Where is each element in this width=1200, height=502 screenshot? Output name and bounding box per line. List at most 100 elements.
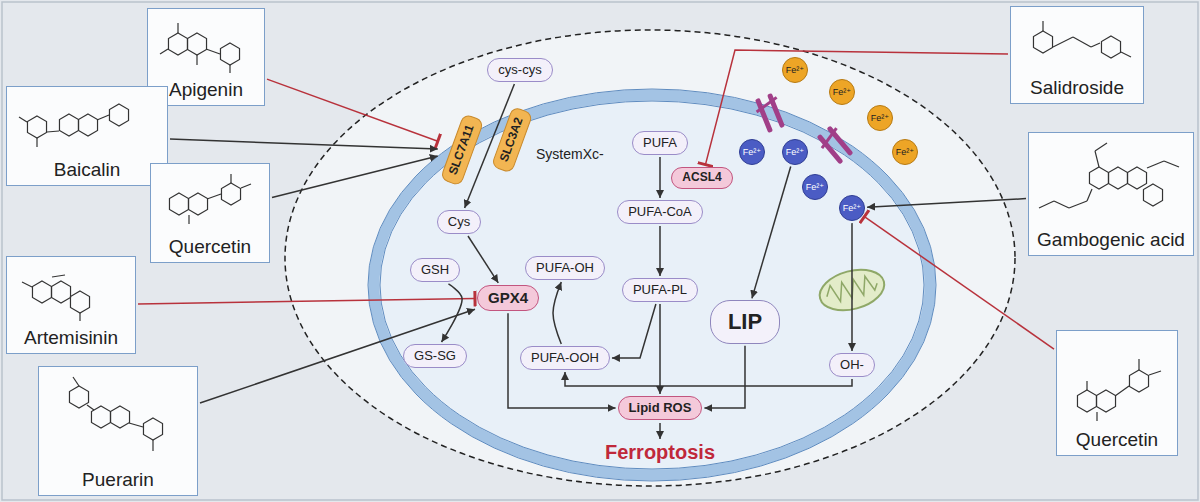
ring-bond bbox=[70, 291, 89, 313]
enzyme-pill: Lipid ROS bbox=[618, 396, 703, 420]
node-label: Fe²⁺ bbox=[786, 65, 804, 75]
transporter-subunit: SLC7A11 bbox=[440, 113, 484, 186]
ring-bond bbox=[221, 183, 240, 205]
inhibition-line bbox=[138, 299, 475, 304]
compound-box: Baicalin bbox=[6, 86, 168, 186]
node-label: Fe²⁺ bbox=[743, 147, 761, 157]
bond bbox=[230, 174, 231, 183]
bond bbox=[47, 131, 59, 132]
node-label: Cys bbox=[448, 215, 470, 230]
system-label: SystemXc- bbox=[536, 146, 604, 162]
ring-bond bbox=[187, 33, 206, 55]
ring-bond bbox=[1096, 390, 1115, 412]
compound-name: Artemisinin bbox=[24, 327, 118, 349]
bond bbox=[52, 275, 65, 277]
bond bbox=[1087, 189, 1092, 201]
iron-transporter bbox=[752, 92, 788, 134]
ring-bond bbox=[188, 193, 207, 215]
activation-arrow bbox=[612, 304, 656, 358]
node-label: Fe²⁺ bbox=[871, 113, 889, 123]
activation-arrow bbox=[867, 199, 1026, 208]
compound-box: Quercetin bbox=[1056, 330, 1178, 456]
activation-arrow bbox=[553, 282, 561, 344]
bond bbox=[1095, 143, 1107, 151]
iron-ion-outside: Fe²⁺ bbox=[892, 139, 918, 165]
compound-box: Salidroside bbox=[1010, 6, 1144, 104]
bond bbox=[1069, 201, 1087, 208]
node-label: PUFA-CoA bbox=[628, 205, 692, 220]
compound-name: Puerarin bbox=[82, 469, 154, 491]
compound-box: Gambogenic acid bbox=[1028, 132, 1194, 256]
ring-bond bbox=[69, 386, 88, 408]
node-label: Fe²⁺ bbox=[786, 147, 804, 157]
iron-ion-inside: Fe²⁺ bbox=[782, 139, 808, 165]
ring-bond bbox=[51, 281, 70, 303]
bond bbox=[73, 377, 79, 386]
molecule-pill: Cys bbox=[437, 210, 481, 234]
bond bbox=[79, 313, 80, 321]
membrane-inner-line bbox=[380, 101, 924, 469]
iron-pool-box: LIP bbox=[710, 300, 780, 343]
bond bbox=[1054, 201, 1069, 208]
bond bbox=[188, 215, 189, 224]
bond bbox=[207, 194, 221, 199]
node-label: PUFA-OH bbox=[536, 261, 594, 276]
bond bbox=[97, 115, 109, 120]
ring-bond bbox=[78, 114, 97, 136]
membrane bbox=[374, 95, 930, 475]
molecule-pill: OH- bbox=[829, 353, 875, 377]
bond bbox=[1039, 201, 1054, 208]
activation-arrow bbox=[752, 167, 791, 299]
enzyme-pill: ACSL4 bbox=[671, 167, 732, 190]
activation-arrow bbox=[851, 223, 853, 351]
bond bbox=[36, 138, 37, 147]
node-label: LIP bbox=[728, 309, 762, 334]
bond bbox=[129, 423, 143, 427]
activation-arrow bbox=[508, 313, 616, 408]
compound-name: Gambogenic acid bbox=[1037, 229, 1185, 251]
node-label: SLC3A2 bbox=[498, 116, 527, 164]
molecule-pill: PUFA-PL bbox=[622, 278, 698, 302]
bond bbox=[206, 49, 220, 54]
activation-arrow bbox=[200, 309, 475, 403]
enzyme-pill: GPX4 bbox=[477, 285, 539, 311]
ring-bond bbox=[220, 43, 239, 65]
inhibition-line bbox=[864, 217, 1054, 349]
transporter-link bbox=[818, 128, 840, 148]
transporter-subunit: SLC3A2 bbox=[491, 106, 533, 174]
ring-bond bbox=[91, 406, 110, 428]
node-label: PUFA-PL bbox=[633, 283, 687, 298]
ring-bond bbox=[1127, 167, 1146, 189]
ring-bond bbox=[110, 406, 129, 428]
bond bbox=[1086, 381, 1087, 390]
ring-bond bbox=[1129, 370, 1148, 392]
activation-arrow bbox=[659, 157, 661, 198]
transporter-link bbox=[754, 97, 779, 112]
bond bbox=[1073, 37, 1091, 47]
bond bbox=[1121, 52, 1131, 57]
bond bbox=[1115, 386, 1129, 396]
inhibition-line bbox=[267, 79, 438, 141]
ring-bond bbox=[1143, 184, 1162, 206]
ring-bond bbox=[143, 418, 162, 440]
ring-bond bbox=[1089, 167, 1108, 189]
bond bbox=[1096, 412, 1097, 421]
node-label: OH- bbox=[840, 358, 864, 373]
activation-arrow bbox=[565, 372, 852, 386]
bond bbox=[1147, 161, 1164, 168]
compound-box: Artemisinin bbox=[6, 256, 136, 354]
activation-arrow bbox=[442, 284, 463, 342]
bond bbox=[229, 65, 230, 73]
compound-name: Apigenin bbox=[169, 79, 243, 101]
iron-ion-inside: Fe²⁺ bbox=[839, 195, 865, 221]
ring-bond bbox=[1108, 167, 1127, 189]
node-label: Fe²⁺ bbox=[833, 87, 851, 97]
ring-bond bbox=[59, 114, 78, 136]
iron-ion-outside: Fe²⁺ bbox=[867, 105, 893, 131]
node-label: Fe²⁺ bbox=[896, 147, 914, 157]
node-label: Lipid ROS bbox=[629, 401, 692, 416]
bond bbox=[1042, 21, 1043, 31]
bond bbox=[1091, 43, 1100, 47]
compound-name: Quercetin bbox=[1076, 429, 1158, 451]
